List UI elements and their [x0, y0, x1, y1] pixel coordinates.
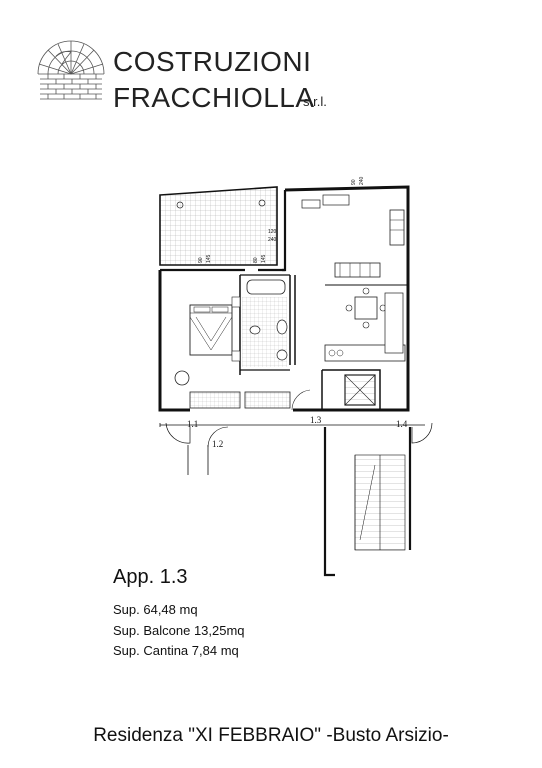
surface-main: Sup. 64,48 mq — [113, 602, 198, 617]
dimension-label: 240 — [268, 237, 277, 243]
floor-plan-drawing: 1.1 1.2 1.3 1.4 120 240 90 145 80 145 90… — [158, 176, 433, 577]
dimension-label: 90 — [198, 257, 204, 263]
bedroom — [174, 296, 311, 411]
brand-name-line2: FRACCHIOLLA — [113, 82, 315, 113]
room-label-1-3: 1.3 — [310, 415, 322, 425]
room-label-1-1: 1.1 — [187, 419, 198, 429]
surface-balcony: Sup. Balcone 13,25mq — [113, 623, 245, 638]
dimension-label: 240 — [359, 176, 365, 185]
exterior-walls — [158, 185, 410, 412]
bathroom — [242, 279, 288, 367]
dimension-label: 120 — [268, 229, 277, 235]
landing-stair — [159, 422, 433, 577]
residence-footer: Residenza "XI FEBBRAIO" -Busto Arsizio- — [93, 725, 449, 746]
apartment-title: App. 1.3 — [113, 566, 188, 588]
dimension-label: 90 — [351, 179, 357, 185]
living-kitchen — [301, 194, 406, 406]
spiral-staircase-logo-icon — [37, 40, 105, 100]
surface-cellar: Sup. Cantina 7,84 mq — [113, 643, 239, 658]
brand-suffix: s.r.l. — [303, 94, 327, 109]
room-label-1-4: 1.4 — [396, 419, 408, 429]
brand-name-line1: COSTRUZIONI — [113, 46, 312, 77]
dimension-label: 145 — [206, 254, 212, 263]
balcony — [159, 186, 278, 266]
dimension-label: 145 — [261, 254, 267, 263]
dimension-label: 80 — [253, 257, 259, 263]
room-label-1-2: 1.2 — [212, 439, 223, 449]
